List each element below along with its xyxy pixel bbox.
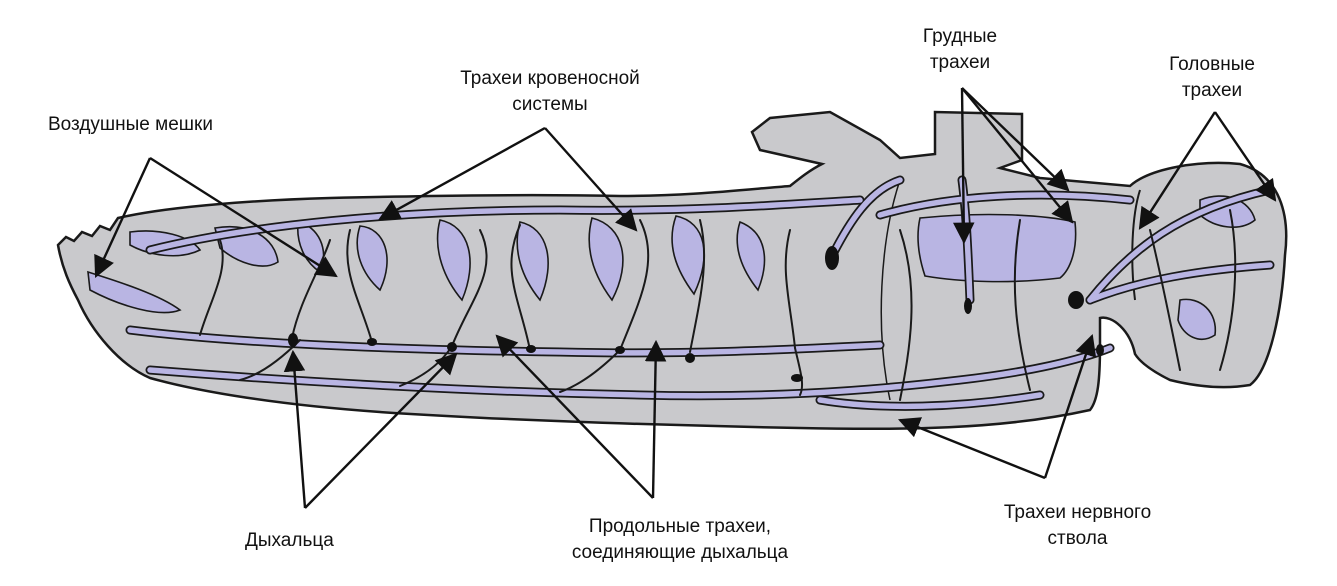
label-circulatory-tracheae: Трахеи кровеносной системы <box>430 66 670 118</box>
spiracle-10 <box>1068 291 1084 309</box>
thoracic-air-sac <box>918 215 1076 282</box>
spiracle-11 <box>1096 344 1104 356</box>
label-line: Трахеи кровеносной <box>430 66 670 92</box>
label-line: Дыхальца <box>245 528 334 554</box>
spiracle-5 <box>615 346 625 354</box>
spiracle-4 <box>526 345 536 353</box>
spiracle-7 <box>791 374 803 382</box>
spiracle-2 <box>367 338 377 346</box>
spiracle-3 <box>447 342 457 352</box>
label-line: трахеи <box>905 50 1015 76</box>
label-thoracic-tracheae: Грудные трахеи <box>905 24 1015 76</box>
label-head-tracheae: Головные трахеи <box>1150 52 1274 104</box>
label-line: Грудные <box>905 24 1015 50</box>
spiracle-1 <box>288 333 298 347</box>
label-longitudinal-tracheae: Продольные трахеи, соединяющие дыхальца <box>545 514 815 566</box>
label-line: системы <box>430 92 670 118</box>
label-nerve-cord-tracheae: Трахеи нервного ствола <box>975 500 1180 552</box>
label-line: Головные <box>1150 52 1274 78</box>
label-air-sacs: Воздушные мешки <box>48 112 213 138</box>
spiracle-8 <box>825 246 839 270</box>
label-line: Продольные трахеи, <box>545 514 815 540</box>
label-line: Воздушные мешки <box>48 112 213 138</box>
spiracle-9 <box>964 298 972 314</box>
label-line: соединяющие дыхальца <box>545 540 815 566</box>
spiracle-6 <box>685 353 695 363</box>
label-line: Трахеи нервного <box>975 500 1180 526</box>
arrow-nerve-1 <box>900 420 1045 478</box>
label-line: трахеи <box>1150 78 1274 104</box>
label-line: ствола <box>975 526 1180 552</box>
label-spiracles: Дыхальца <box>245 528 334 554</box>
